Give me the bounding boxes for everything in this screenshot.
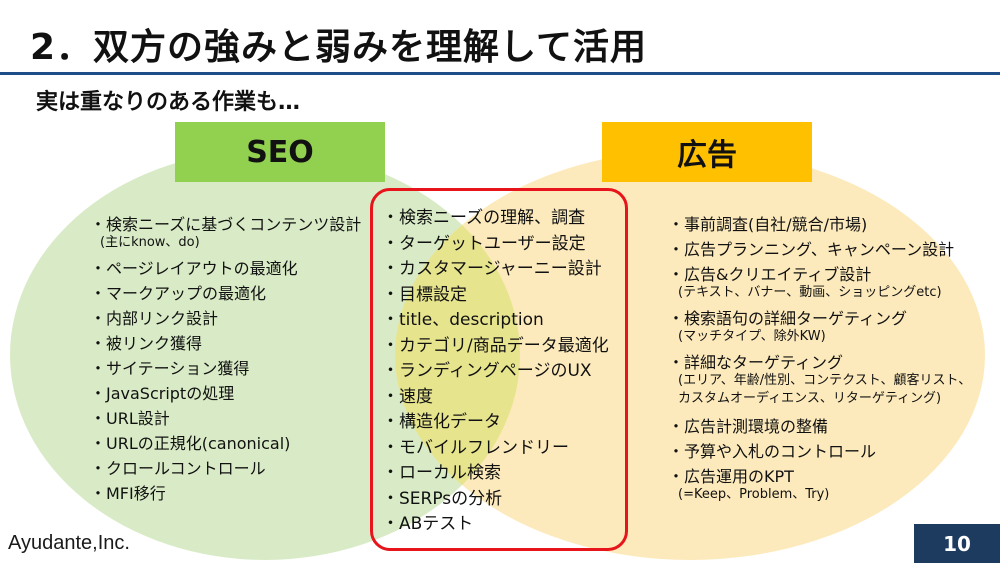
list-item: ・ターゲットユーザー設定 [382,233,586,254]
list-item: ・構造化データ [382,412,501,432]
list-item: ・SERPsの分析 [382,488,503,509]
list-item: ・広告プランニング、キャンペーン設計 [668,240,955,259]
page-number: 10 [914,524,1000,563]
common-task-list: ・検索ニーズの理解、調査 ・ターゲットユーザー設定 ・カスタマージャーニー設計 … [382,206,609,538]
list-item: ・マークアップの最適化 [90,284,267,303]
list-item: ・検索ニーズの理解、調査 [382,208,586,228]
ad-task-list: ・事前調査(自社/競合/市場) ・広告プランニング、キャンペーン設計 ・広告&ク… [668,212,978,508]
seo-task-list: ・検索ニーズに基づくコンテンツ設計(主にknow、do) ・ページレイアウトの最… [90,212,361,506]
list-item: ・ランディングページのUX [382,361,592,381]
list-item: ・検索語句の詳細ターゲティング(マッチタイプ、除外KW) [668,309,908,344]
list-item: ・title、description [382,310,544,330]
list-item: ・ABテスト [382,514,474,534]
company-logo: Ayudante,Inc. [8,532,130,554]
list-item: ・目標設定 [382,284,467,305]
list-item: ・JavaScriptの処理 [90,384,235,403]
list-item: ・MFI移行 [90,484,166,503]
list-item: ・速度 [382,386,433,407]
ad-label: 広告 [602,122,812,182]
list-item: ・検索ニーズに基づくコンテンツ設計(主にknow、do) [90,215,362,250]
list-item: ・クロールコントロール [90,459,266,478]
ad-circle [395,150,985,560]
overlap-highlight-box [370,188,628,551]
seo-label: SEO [175,122,385,182]
list-item: ・広告運用のKPT(=Keep、Problem、Try) [668,467,830,502]
list-item: ・モバイルフレンドリー [382,437,569,458]
list-item: ・詳細なターゲティング(エリア、年齢/性別、コンテクスト、顧客リスト、カスタムオ… [668,353,972,406]
list-item: ・URL設計 [90,409,170,428]
title-rule [0,72,1000,75]
list-item: ・内部リンク設計 [90,309,219,328]
list-item: ・広告計測環境の整備 [668,417,829,436]
seo-circle [10,150,520,560]
slide-title: 2．双方の強みと弱みを理解して活用 [30,27,647,68]
list-item: ・サイテーション獲得 [90,359,250,378]
list-item: ・URLの正規化(canonical) [90,434,291,453]
list-item: ・ページレイアウトの最適化 [90,259,298,278]
list-item: ・被リンク獲得 [90,334,203,353]
list-item: ・カスタマージャーニー設計 [382,259,602,279]
list-item: ・広告&クリエイティブ設計(テキスト、バナー、動画、ショッピングetc) [668,265,942,300]
list-item: ・ローカル検索 [382,463,501,483]
list-item: ・カテゴリ/商品データ最適化 [382,335,609,356]
list-item: ・事前調査(自社/競合/市場) [668,215,868,234]
slide-subtitle: 実は重なりのある作業も… [36,90,301,115]
list-item: ・予算や入札のコントロール [668,442,877,461]
